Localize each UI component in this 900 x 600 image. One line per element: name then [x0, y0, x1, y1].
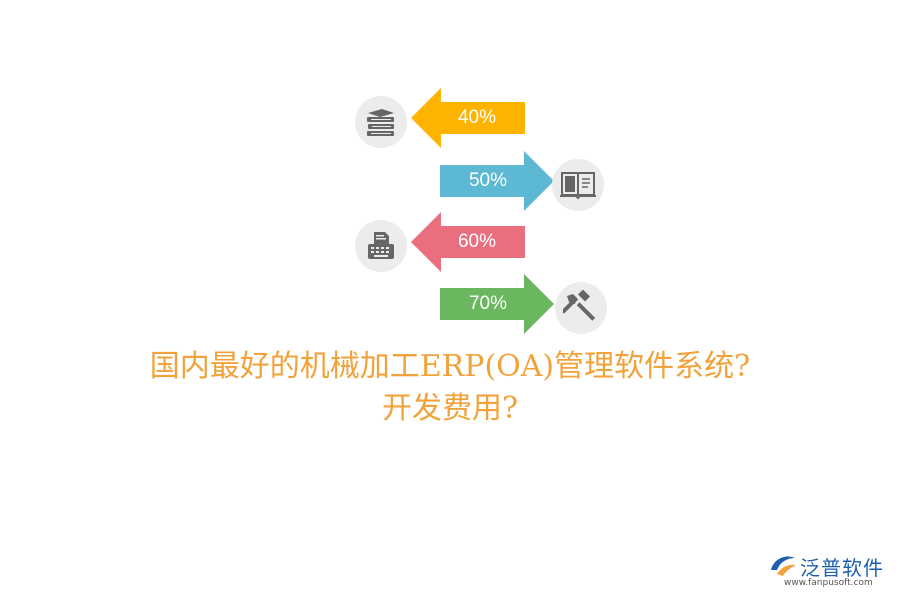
arrow-label-40: 40% — [457, 107, 497, 128]
typewriter-icon — [368, 232, 394, 259]
icon-circle-books — [355, 96, 407, 148]
arrow-70 — [440, 274, 554, 334]
brand-url: www.fanpusoft.com — [784, 578, 873, 588]
arrow-label-60: 60% — [457, 231, 497, 252]
arrow-50 — [440, 151, 554, 211]
brand-mark-icon — [771, 556, 796, 576]
icon-circle-tools — [555, 282, 607, 334]
arrow-label-50: 50% — [468, 170, 508, 191]
brand-name: 泛普软件 — [800, 556, 884, 580]
brand-logo: 泛普软件 www.fanpusoft.com — [766, 552, 894, 596]
icon-circle-open-book — [552, 159, 604, 211]
arrow-60 — [411, 212, 525, 272]
icon-circle-typewriter — [355, 220, 407, 272]
open-book-icon — [560, 172, 596, 200]
books-icon — [367, 109, 394, 136]
arrow-label-70: 70% — [468, 293, 508, 314]
page-title-line2: 开发费用? — [381, 391, 519, 426]
arrow-40 — [411, 88, 525, 148]
tools-icon — [563, 290, 596, 321]
page-title-line1: 国内最好的机械加工ERP(OA)管理软件系统? — [149, 349, 751, 384]
